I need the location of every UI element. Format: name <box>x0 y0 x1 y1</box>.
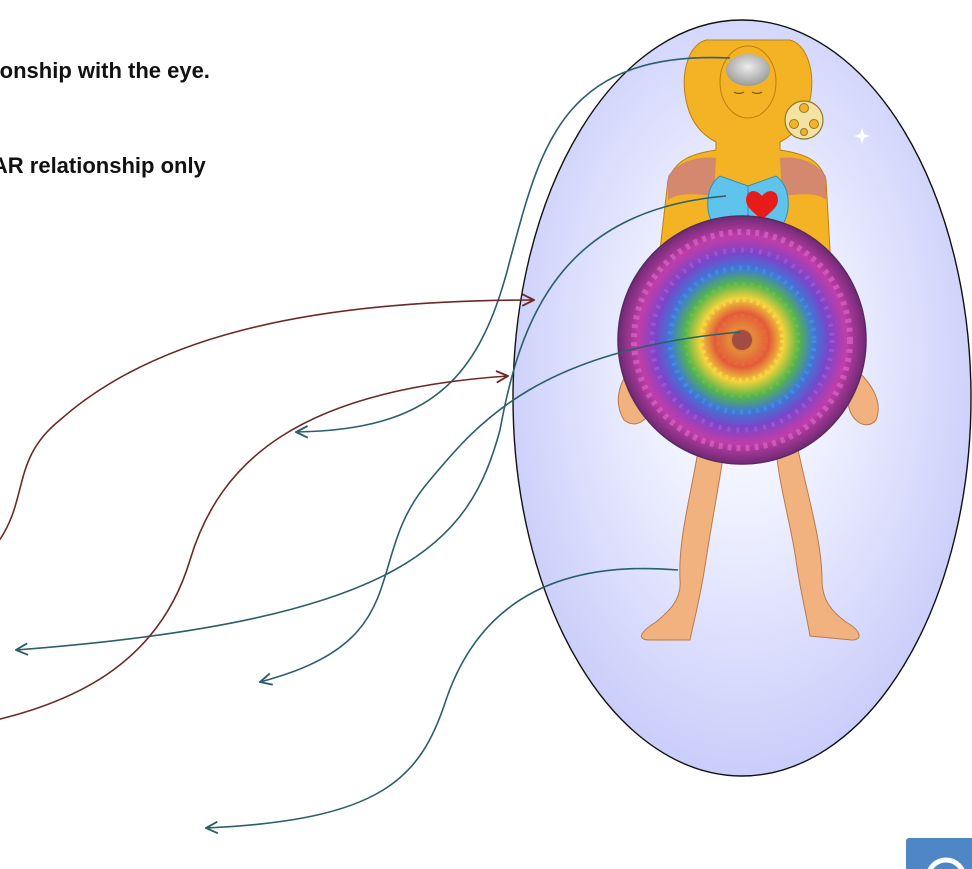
arrow-maroon-upper <box>0 300 534 545</box>
chakra-spiral-disc <box>618 216 866 464</box>
arrow-maroon-lower <box>0 376 508 720</box>
film-reel-icon <box>785 101 823 139</box>
brain-icon <box>726 54 770 86</box>
corner-badge <box>906 838 972 869</box>
